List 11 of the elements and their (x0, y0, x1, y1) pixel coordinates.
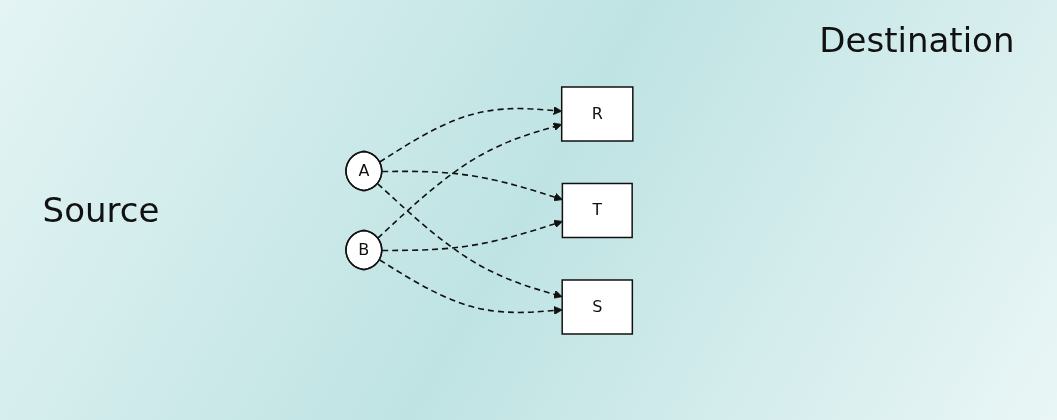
arrow (378, 258, 563, 315)
arrow (376, 122, 562, 239)
column-heading: Destination (819, 20, 1015, 60)
node-box: R (560, 85, 634, 142)
node-box: S (561, 278, 633, 335)
arrow (381, 170, 563, 201)
column-heading: Source (42, 190, 160, 230)
arrow (378, 105, 562, 163)
arrow (381, 219, 563, 251)
arrow (376, 182, 563, 299)
node-box: T (561, 182, 633, 238)
